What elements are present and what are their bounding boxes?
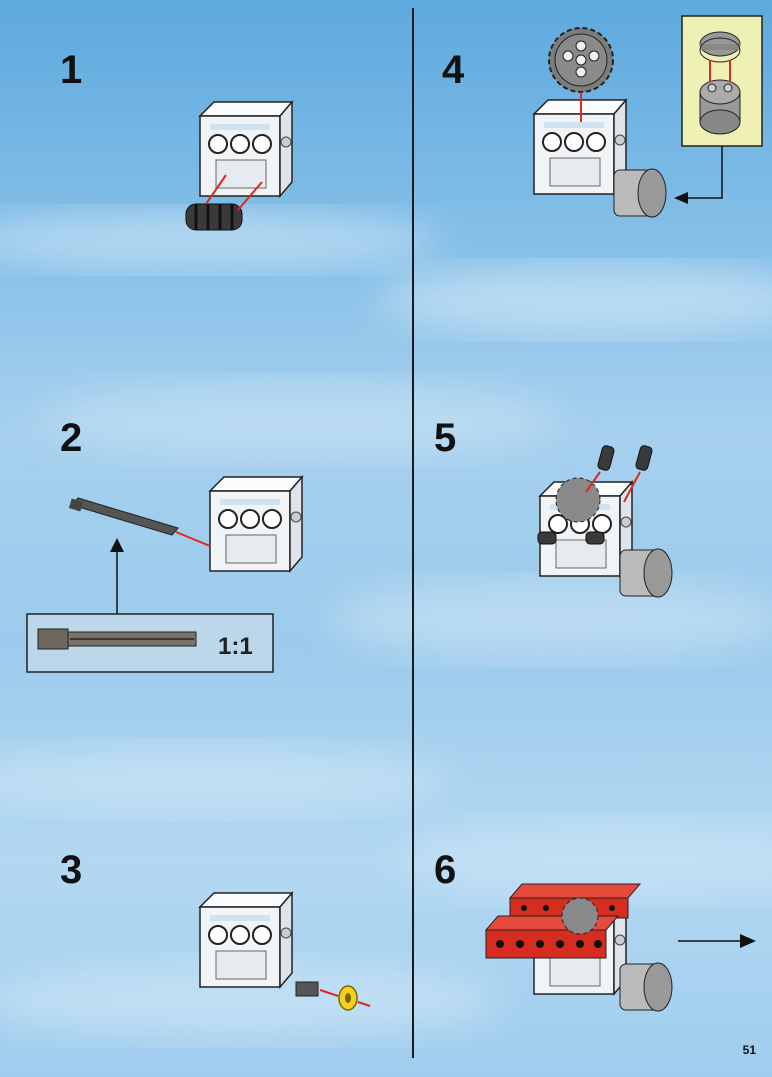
axle-icon	[68, 497, 179, 536]
step-number-4: 4	[442, 48, 465, 92]
step-number-2: 2	[60, 416, 83, 460]
step-2-illustration	[26, 476, 303, 673]
technic-beam-icon	[484, 883, 642, 959]
step-5-illustration	[537, 445, 673, 598]
motor-icon	[619, 548, 673, 598]
step-6-illustration	[484, 883, 756, 1012]
worm-gear-icon	[185, 203, 243, 231]
motor-icon	[619, 962, 673, 1012]
step-number-3: 3	[60, 848, 83, 892]
arrow-right-icon	[678, 934, 756, 948]
step-number-6: 6	[434, 848, 457, 892]
page-number: 51	[742, 1043, 756, 1057]
step-number-5: 5	[434, 416, 457, 460]
motor-icon	[613, 168, 667, 218]
column-divider	[412, 8, 414, 1058]
step-3-illustration	[199, 892, 371, 1011]
axle-pin-icon	[537, 445, 653, 545]
bushing-icon	[338, 985, 358, 1011]
step-number-1: 1	[60, 48, 83, 92]
step-4-illustration	[533, 15, 763, 218]
callout-box	[681, 15, 763, 147]
round-tile-icon	[699, 31, 741, 63]
gear-24-tooth-icon	[548, 27, 614, 93]
step-1-illustration	[185, 101, 293, 231]
scale-label: 1:1	[218, 633, 253, 660]
scale-box	[26, 613, 274, 673]
